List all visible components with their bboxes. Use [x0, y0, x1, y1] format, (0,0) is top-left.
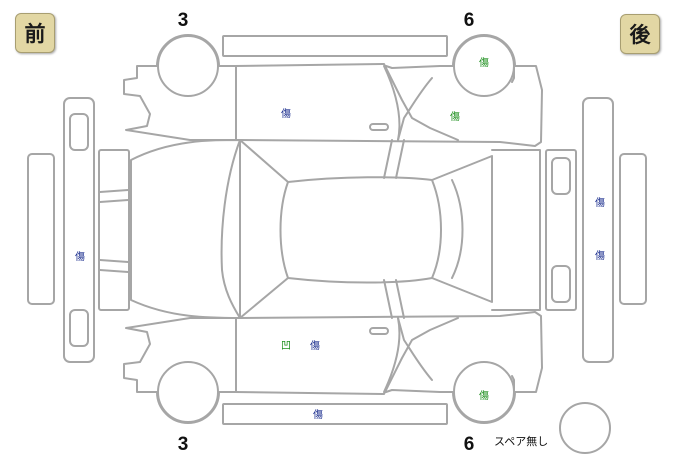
right-door-handle [369, 327, 389, 335]
left-door-handle [369, 123, 389, 131]
hood [130, 139, 241, 319]
left-sill [222, 35, 448, 57]
headlight-lines [99, 189, 129, 273]
left-front-wheel [157, 35, 219, 97]
tread-front-right: 3 [177, 434, 189, 455]
mark-rear-bumper-upper: 傷 [595, 198, 605, 209]
right-rear-door [397, 317, 516, 424]
front-bumper-lamp-bottom [69, 309, 89, 347]
rear-panel-outer [619, 153, 647, 305]
windshield [220, 139, 289, 319]
left-front-door [235, 65, 401, 141]
roof [279, 176, 442, 284]
taillight-panel [545, 149, 577, 311]
mark-front-bumper: 傷 [75, 252, 85, 263]
mark-rear-bumper-lower: 傷 [595, 251, 605, 262]
mark-right-front-door-dent: 凹 [281, 341, 291, 352]
headlight-panel [98, 149, 130, 311]
mark-left-front-door: 傷 [281, 109, 291, 120]
a-pillar-right [383, 279, 405, 319]
rear-label: 後 [620, 14, 660, 54]
mark-left-rear-wheel: 傷 [479, 58, 489, 69]
front-bumper-outer [27, 153, 55, 305]
right-sill [222, 403, 448, 425]
tread-rear-left: 6 [463, 10, 475, 31]
rear-window [431, 155, 493, 303]
a-pillar-left [383, 139, 405, 179]
spare-none-label: スペア無し [494, 435, 549, 448]
mark-left-rear-door: 傷 [450, 112, 460, 123]
left-rear-door [397, 34, 516, 141]
mark-right-front-door-scratch: 傷 [310, 341, 320, 352]
rear-bumper [582, 97, 614, 363]
front-label: 前 [15, 13, 55, 53]
mark-right-sill: 傷 [313, 410, 323, 421]
left-side-body [123, 34, 543, 147]
mark-right-rear-wheel: 傷 [479, 391, 489, 402]
trunk [491, 149, 541, 311]
taillight-top [551, 157, 571, 195]
front-bumper [63, 97, 95, 363]
taillight-bottom [551, 265, 571, 303]
spare-tire [559, 402, 611, 454]
right-side-body [123, 311, 543, 424]
tread-rear-right: 6 [463, 434, 475, 455]
right-front-door [235, 317, 401, 393]
front-bumper-lamp-top [69, 113, 89, 151]
tread-front-left: 3 [177, 10, 189, 31]
right-front-wheel [157, 361, 219, 423]
